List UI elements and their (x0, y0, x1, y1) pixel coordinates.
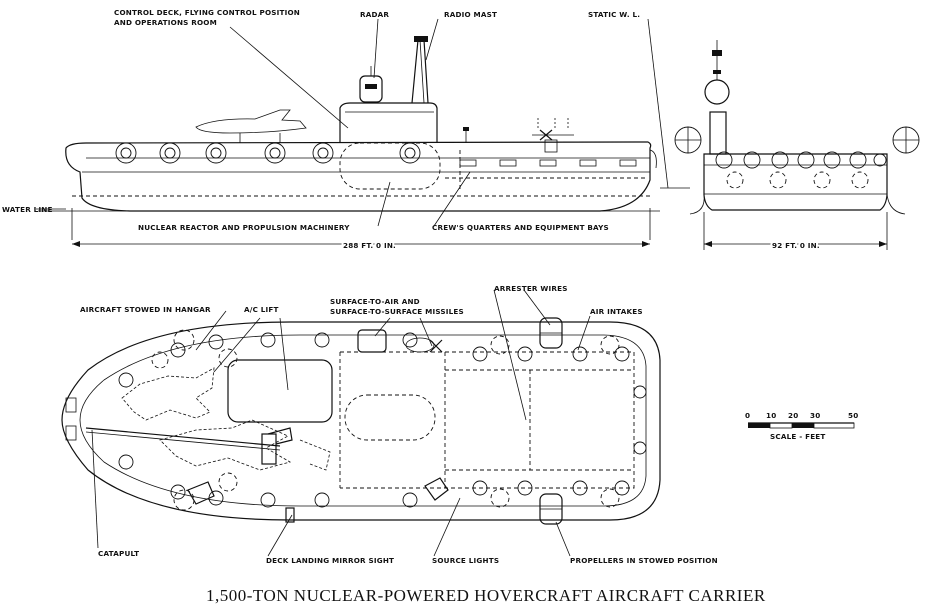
crew-bays (459, 159, 637, 167)
side-bow-tip (649, 149, 657, 169)
side-hull (65, 141, 652, 212)
label-control-deck-2: AND OPERATIONS ROOM (114, 18, 217, 27)
end-fans (715, 151, 887, 169)
scale-caption: SCALE - FEET (770, 432, 826, 441)
label-source-lights: SOURCE LIGHTS (432, 556, 499, 565)
label-propellers: PROPELLERS IN STOWED POSITION (570, 556, 718, 565)
ac-lift (227, 359, 333, 423)
labels: CONTROL DECK, FLYING CONTROL POSITION AN… (2, 8, 858, 605)
hangar-aircraft-1 (121, 367, 215, 421)
label-length: 288 FT. 0 IN. (343, 241, 396, 250)
label-radio-mast: RADIO MAST (444, 10, 497, 19)
leader-lines (36, 18, 591, 557)
diagram-title: 1,500-TON NUCLEAR-POWERED HOVERCRAFT AIR… (206, 586, 766, 605)
radio-mast (411, 39, 429, 104)
side-aircraft (195, 109, 307, 134)
scale-tick-20: 20 (788, 411, 798, 420)
plan-view (61, 317, 661, 525)
label-ac-lift: A/C LIFT (244, 305, 279, 314)
label-missiles-2: SURFACE-TO-SURFACE MISSILES (330, 307, 464, 316)
label-crew: CREW'S QUARTERS AND EQUIPMENT BAYS (432, 223, 609, 232)
scale-bar (748, 422, 855, 429)
plan-hull (61, 321, 661, 521)
label-aircraft-hangar: AIRCRAFT STOWED IN HANGAR (80, 305, 211, 314)
label-mirror-sight: DECK LANDING MIRROR SIGHT (266, 556, 394, 565)
reactor-compartment (339, 142, 441, 190)
scale-tick-50: 50 (848, 411, 858, 420)
label-air-intakes: AIR INTAKES (590, 307, 643, 316)
length-dimension (72, 241, 650, 247)
reactor-oval (344, 394, 436, 441)
catapult-track (85, 427, 281, 447)
label-control-deck-1: CONTROL DECK, FLYING CONTROL POSITION (114, 8, 300, 17)
end-elevation (674, 40, 920, 250)
label-catapult: CATAPULT (98, 549, 139, 558)
scale-tick-30: 30 (810, 411, 820, 420)
label-radar: RADAR (360, 10, 389, 19)
plan-lift-fans (118, 332, 647, 508)
label-reactor: NUCLEAR REACTOR AND PROPULSION MACHINERY (138, 223, 350, 232)
side-lift-fans (115, 142, 421, 164)
missile-launcher (357, 329, 387, 353)
hangar-aircraft-2 (159, 419, 292, 471)
label-water-line: WATER LINE (2, 205, 53, 214)
scale-tick-10: 10 (766, 411, 776, 420)
label-missiles-1: SURFACE-TO-AIR AND (330, 297, 420, 306)
label-static-wl: STATIC W. L. (588, 10, 640, 19)
beam-dimension (704, 241, 887, 247)
scale-tick-0: 0 (745, 411, 750, 420)
side-superstructure (339, 102, 438, 143)
end-hull (703, 153, 888, 211)
side-elevation (65, 36, 657, 212)
label-arrester: ARRESTER WIRES (494, 284, 568, 293)
label-beam: 92 FT. 0 IN. (772, 241, 820, 250)
